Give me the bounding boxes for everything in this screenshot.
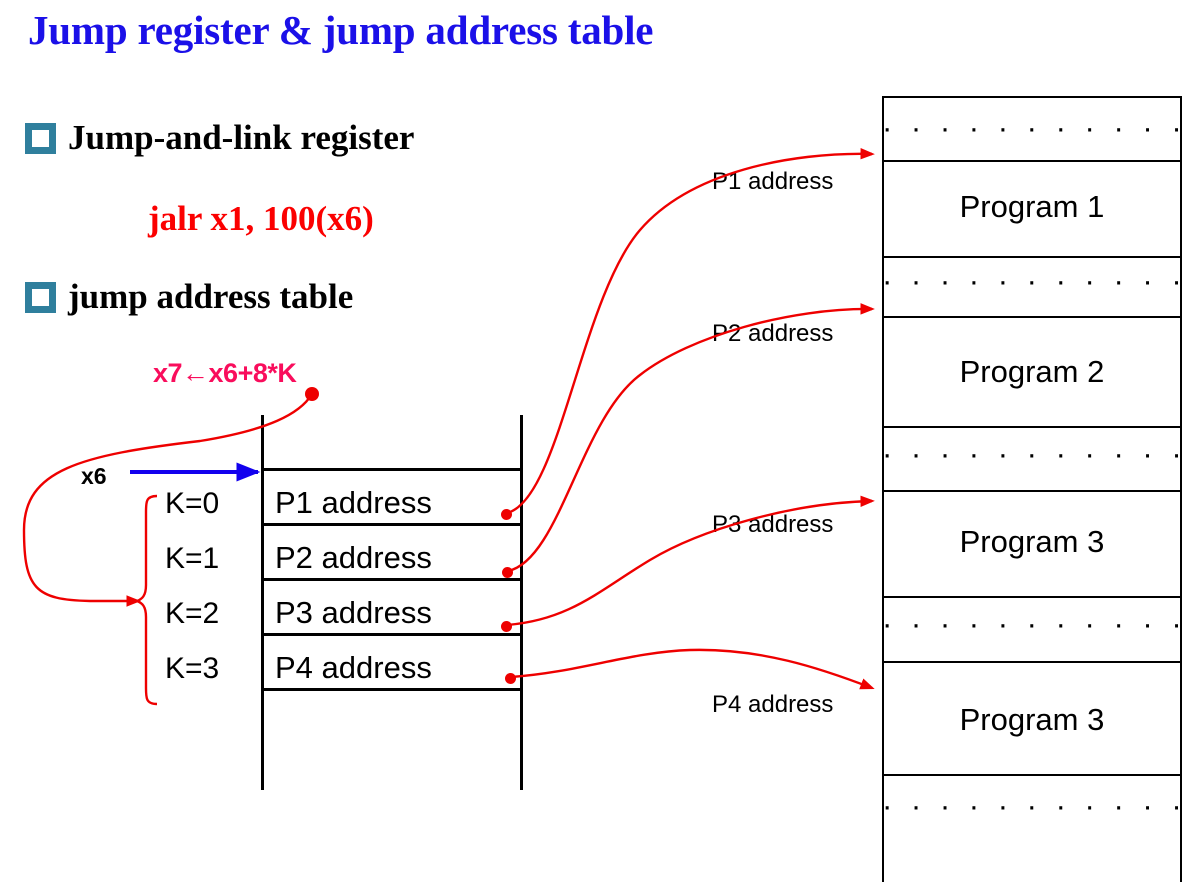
program-memory-row-program-3: Program 3 [959, 524, 1105, 559]
program-memory-row-dots: · · · · · · · · · · · [882, 110, 1187, 145]
table-row-divider [261, 578, 523, 581]
link-dot-icon [502, 567, 513, 578]
table-row-divider [882, 661, 1182, 663]
bullet-item-jump-and-link-register: Jump-and-link register [25, 118, 414, 158]
program-memory-table: · · · · · · · · · · · Program 1 · · · · … [882, 96, 1182, 882]
bullet-item-jump-address-table: jump address table [25, 277, 353, 317]
table-row-divider [261, 633, 523, 636]
jump-table-entry-3: P4 address [275, 650, 432, 685]
base-register-label: x6 [81, 463, 107, 489]
program-memory-row-program-1: Program 1 [959, 189, 1105, 224]
square-bullet-icon [25, 281, 56, 313]
program-memory-row-dots: · · · · · · · · · · · [882, 263, 1187, 298]
table-row-divider [882, 774, 1182, 776]
table-row-divider [882, 426, 1182, 428]
square-bullet-icon [25, 122, 56, 154]
pointer-label-p3: P3 address [712, 511, 834, 538]
table-row-divider [261, 688, 523, 691]
link-dot-icon [505, 673, 516, 684]
page-title: Jump register & jump address table [28, 7, 654, 53]
pointer-label-p2: P2 address [712, 320, 834, 347]
link-dot-icon [501, 509, 512, 520]
table-row-divider [882, 96, 1182, 98]
table-row-divider [261, 468, 523, 471]
jump-table-index-label-3: K=3 [165, 652, 220, 685]
jalr-instruction-text: jalr x1, 100(x6) [148, 199, 374, 238]
address-computation-label: x7←x6+8*K [153, 358, 297, 388]
index-range-brace [133, 494, 158, 706]
table-row-divider [882, 160, 1182, 162]
table-row-divider [261, 523, 523, 526]
bullet-label: Jump-and-link register [68, 118, 415, 157]
program-memory-row-dots: · · · · · · · · · · · [882, 606, 1187, 641]
jump-table-index-label-1: K=1 [165, 542, 220, 575]
table-row-divider [882, 596, 1182, 598]
jump-table-index-label-2: K=2 [165, 597, 220, 630]
table-row-divider [882, 316, 1182, 318]
pointer-label-p4: P4 address [712, 691, 834, 718]
table-border-right [1180, 96, 1182, 882]
jump-address-table: P1 address P2 address P3 address P4 addr… [261, 415, 523, 790]
program-memory-row-program-2: Program 2 [959, 354, 1105, 389]
jump-table-entry-1: P2 address [275, 540, 432, 575]
table-border-left [882, 96, 884, 882]
jump-table-entry-2: P3 address [275, 595, 432, 630]
p4-address-connector [510, 648, 875, 690]
table-row-divider [882, 490, 1182, 492]
program-memory-row-dots: · · · · · · · · · · · [882, 436, 1187, 471]
jump-table-entry-0: P1 address [275, 485, 432, 520]
program-memory-row-program-4: Program 3 [959, 702, 1105, 737]
table-border-right [520, 415, 523, 790]
formula-anchor-dot-icon [305, 387, 319, 401]
table-row-divider [882, 256, 1182, 258]
jump-table-index-label-0: K=0 [165, 487, 220, 520]
bullet-label: jump address table [68, 277, 354, 316]
link-dot-icon [501, 621, 512, 632]
pointer-label-p1: P1 address [712, 168, 834, 195]
table-border-left [261, 415, 264, 790]
program-memory-row-dots: · · · · · · · · · · · [882, 788, 1187, 823]
